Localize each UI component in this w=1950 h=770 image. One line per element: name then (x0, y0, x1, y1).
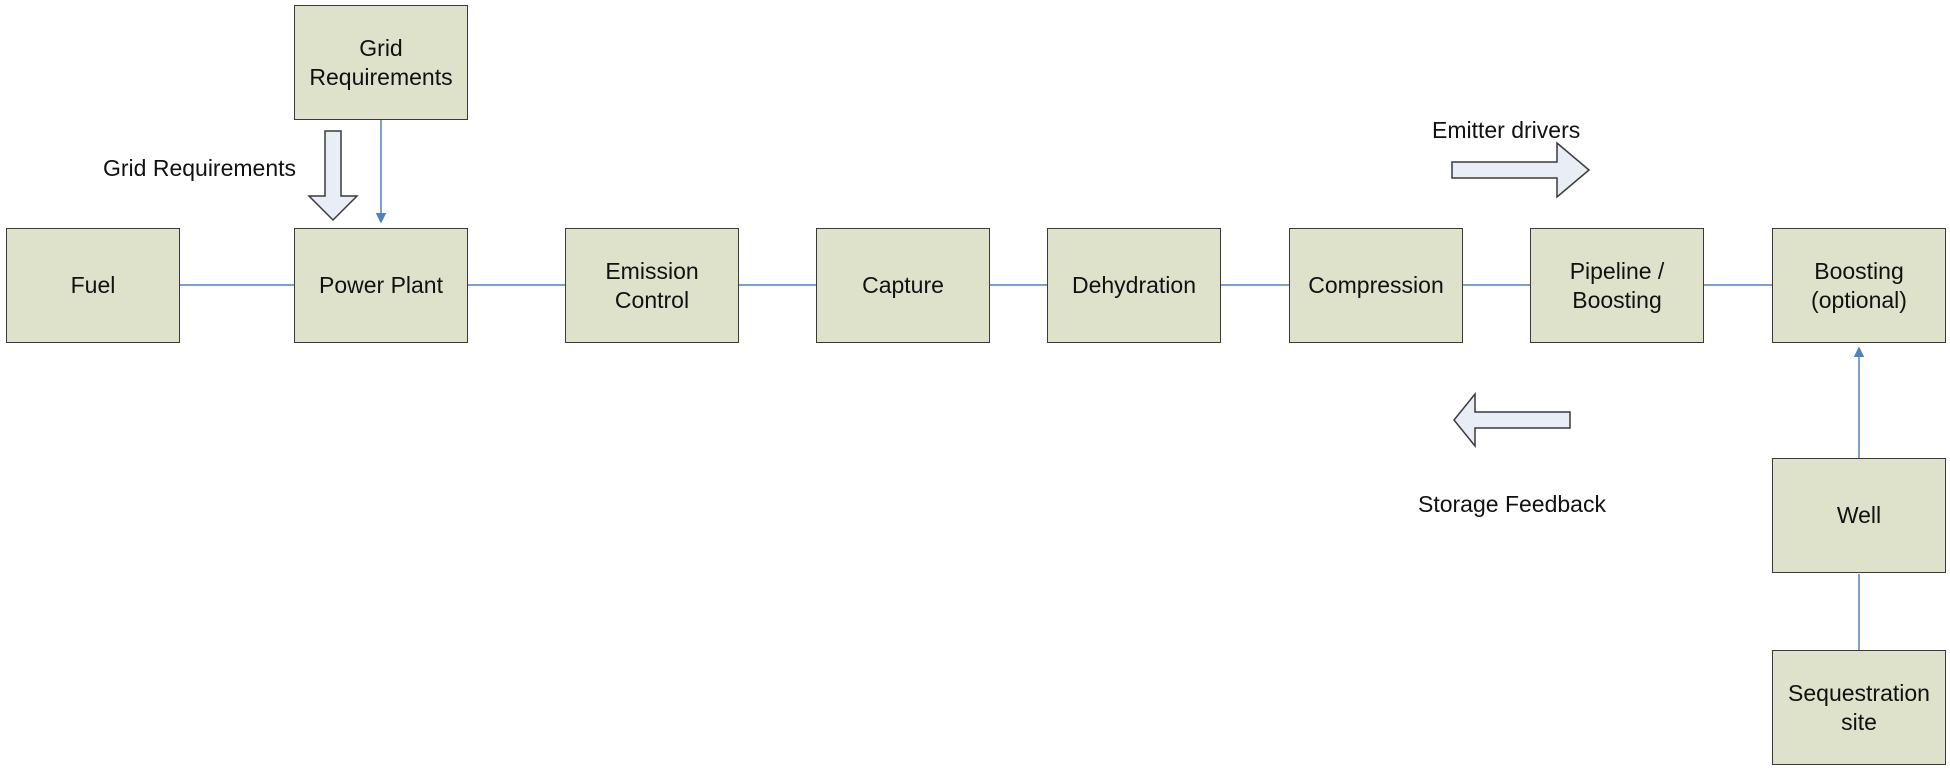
storage-feedback-arrow-icon (1453, 391, 1571, 449)
grid-requirements-label: Grid Requirements (103, 155, 297, 181)
dehydration-box: Dehydration (1047, 228, 1221, 343)
sequestration-site-box: Sequestration site (1772, 650, 1946, 765)
grid-requirements-box: Grid Requirements (294, 5, 468, 120)
fuel-box: Fuel (6, 228, 180, 343)
compression-box: Compression (1289, 228, 1463, 343)
power-plant-box: Power Plant (294, 228, 468, 343)
capture-box: Capture (816, 228, 990, 343)
emitter-drivers-label: Emitter drivers (1432, 117, 1581, 143)
boosting-optional-box: Boosting (optional) (1772, 228, 1946, 343)
emitter-drivers-arrow-icon (1451, 141, 1591, 199)
pipeline-boosting-box: Pipeline / Boosting (1530, 228, 1704, 343)
well-box: Well (1772, 458, 1946, 573)
emission-control-box: Emission Control (565, 228, 739, 343)
storage-feedback-label: Storage Feedback (1418, 491, 1606, 517)
grid-requirements-arrow-icon (307, 130, 359, 222)
